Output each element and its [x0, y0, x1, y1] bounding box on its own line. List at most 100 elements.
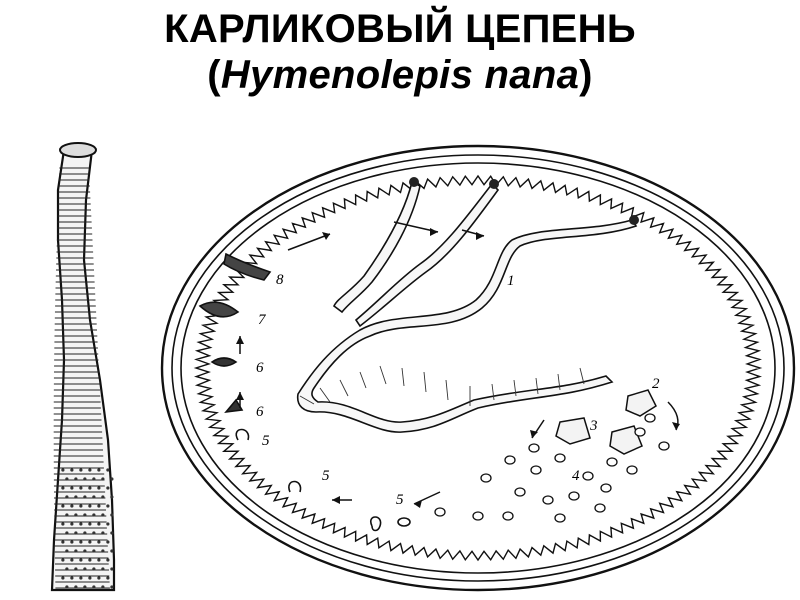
adult-egg-dot: [97, 468, 101, 472]
egg: [434, 507, 446, 517]
adult-egg-dot: [61, 522, 65, 526]
gravid-proglottids: [555, 389, 657, 455]
adult-egg-dot: [70, 576, 74, 580]
young-worm-small: [332, 180, 421, 314]
label-stage-1: 1: [507, 273, 515, 289]
egg: [530, 465, 542, 475]
adult-worm-scolex: [59, 142, 97, 158]
adult-egg-dot: [74, 549, 78, 553]
egg: [472, 511, 484, 521]
larva-stage: [198, 301, 240, 318]
adult-egg-dot: [101, 513, 105, 517]
adult-egg-dot: [83, 567, 87, 571]
adult-egg-dot: [65, 549, 69, 553]
developing-worms: [296, 180, 638, 433]
larval-stages: [198, 252, 411, 532]
arrow: [287, 233, 331, 251]
intestinal-villi: [193, 174, 763, 562]
title-latin-name: Hymenolepis nana: [220, 53, 580, 97]
adult-egg-dot: [74, 477, 78, 481]
arrowheads: [236, 228, 680, 508]
worm-segment-line: [535, 377, 539, 395]
adult-egg-dot: [97, 504, 101, 508]
adult-egg-dot: [88, 504, 92, 508]
egg: [644, 413, 656, 423]
adult-egg-dot: [110, 513, 114, 517]
egg: [594, 503, 606, 513]
adult-egg-dot: [83, 531, 87, 535]
worm-segment-line: [557, 373, 561, 391]
detached-proglottid: [555, 417, 591, 445]
worm-segment-line: [579, 367, 585, 385]
adult-egg-dot: [65, 567, 69, 571]
adult-egg-dot: [65, 477, 69, 481]
intestine-cross-section: [160, 144, 796, 592]
worm-segment-line: [299, 395, 315, 405]
adult-egg-dot: [106, 486, 110, 490]
adult-egg-dot: [106, 576, 110, 580]
adult-egg-dot: [61, 576, 65, 580]
adult-egg-dot: [88, 486, 92, 490]
label-stage-4: 4: [572, 468, 580, 484]
adult-egg-dot: [83, 549, 87, 553]
adult-egg-dot: [61, 486, 65, 490]
larva-stage: [223, 252, 272, 281]
egg: [514, 487, 526, 497]
egg: [600, 483, 612, 493]
worm-segment-lines: [299, 365, 585, 406]
adult-egg-dot: [61, 540, 65, 544]
adult-egg-dot: [79, 576, 83, 580]
adult-egg-dot: [65, 585, 69, 589]
adult-egg-dot: [97, 522, 101, 526]
adult-egg-dot: [88, 576, 92, 580]
title-open-paren: (: [207, 53, 221, 97]
cysticercoid-in-villus: [235, 428, 250, 441]
stage-labels: 1 2 3 4 5 5 5 6 6 7 8: [256, 272, 660, 508]
scolex-markers: [409, 177, 639, 225]
adult-egg-dot: [65, 513, 69, 517]
egg: [626, 465, 638, 475]
adult-egg-dot: [106, 522, 110, 526]
egg: [528, 443, 540, 453]
worm-segment-line: [339, 379, 349, 397]
intestine-wall-outer: [160, 144, 796, 592]
adult-egg-dot: [79, 540, 83, 544]
adult-egg-dot: [61, 468, 65, 472]
label-stage-5a: 5: [262, 433, 270, 449]
scolex-small: [409, 177, 419, 187]
arrowhead: [476, 232, 484, 240]
adult-egg-dot: [70, 558, 74, 562]
adult-egg-dot: [97, 576, 101, 580]
adult-egg-dot: [70, 522, 74, 526]
label-stage-3: 3: [589, 418, 598, 434]
adult-egg-dot: [110, 585, 114, 589]
egg: [554, 453, 566, 463]
egg: [480, 473, 492, 483]
adult-egg-dot: [74, 513, 78, 517]
adult-egg-dot: [106, 540, 110, 544]
worm-segment-line: [359, 371, 367, 389]
adult-egg-dot: [110, 549, 114, 553]
adult-egg-dot: [70, 504, 74, 508]
adult-egg-dot: [88, 540, 92, 544]
adult-egg-dot: [92, 531, 96, 535]
arrowhead: [332, 496, 340, 504]
worm-segment-line: [319, 387, 331, 403]
larva-stage: [210, 357, 238, 367]
egg: [502, 511, 514, 521]
adult-egg-dot: [74, 531, 78, 535]
scolex-large: [629, 215, 639, 225]
adult-egg-dot: [79, 558, 83, 562]
label-stage-6b: 6: [256, 404, 264, 420]
adult-egg-dot: [88, 522, 92, 526]
arrowhead: [530, 430, 538, 438]
label-stage-6a: 6: [256, 360, 264, 376]
adult-egg-dot: [110, 567, 114, 571]
title-block: КАРЛИКОВЫЙ ЦЕПЕНЬ (Hymenolepis nana): [0, 6, 800, 98]
gravid-proglottid: [625, 389, 657, 417]
adult-egg-dot: [74, 567, 78, 571]
detached-proglottid: [609, 425, 643, 455]
adult-egg-dot: [79, 468, 83, 472]
adult-worm-drawing: [50, 142, 116, 592]
adult-egg-dot: [101, 477, 105, 481]
